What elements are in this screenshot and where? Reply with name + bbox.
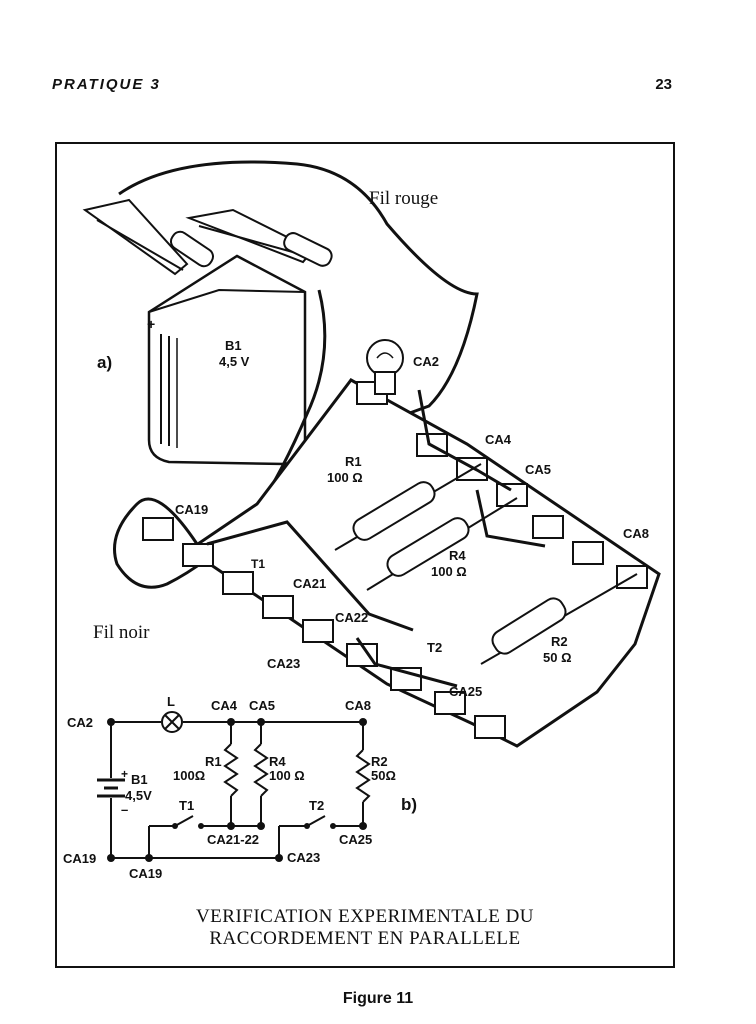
label-ca23-b: CA23: [287, 850, 320, 865]
panel-b: [97, 711, 371, 862]
label-r2-a: R2: [551, 634, 568, 649]
page-number: 23: [655, 76, 672, 93]
label-t1-a: T1: [251, 557, 265, 571]
label-wire-red: Fil rouge: [369, 188, 438, 209]
lamp-symbol: [161, 711, 183, 733]
label-ca8-b: CA8: [345, 698, 371, 713]
label-b1-plus: +: [121, 767, 128, 781]
label-r2-b: R2: [371, 754, 388, 769]
figure-frame: a) + B1 4,5 V: [55, 142, 675, 968]
panel-b-labels: CA2 L CA4 CA5 CA8 + B1 4,5V – R1 100Ω R4…: [63, 694, 417, 881]
label-ca4-a: CA4: [485, 432, 512, 447]
lamp-bulb: [366, 339, 404, 395]
label-r4-b: R4: [269, 754, 286, 769]
panel-b-label: b): [401, 795, 417, 814]
caption-line-2: RACCORDEMENT EN PARALLELE: [209, 928, 521, 949]
label-ca5-a: CA5: [525, 462, 551, 477]
label-ca4-b: CA4: [211, 698, 238, 713]
label-b1-minus: –: [121, 802, 128, 817]
label-ca2-a: CA2: [413, 354, 439, 369]
jumper-wires: [206, 389, 546, 688]
caption-line-1: VERIFICATION EXPERIMENTALE DU: [195, 906, 535, 927]
label-t2-b: T2: [309, 798, 324, 813]
label-ca22-a: CA22: [335, 610, 368, 625]
resistor-r1: [334, 463, 482, 551]
label-t1-b: T1: [179, 798, 194, 813]
label-r4-a: R4: [449, 548, 466, 563]
label-ca25-a: CA25: [449, 684, 482, 699]
label-ca23-a: CA23: [267, 656, 300, 671]
resistor-r4: [366, 497, 518, 591]
wire-black: [113, 289, 327, 589]
label-ca2-b: CA2: [67, 715, 93, 730]
value-r1-b: 100Ω: [173, 768, 205, 783]
figure-caption: VERIFICATION EXPERIMENTALE DU RACCORDEME…: [57, 906, 673, 950]
label-ca19-bottom-b: CA19: [129, 866, 162, 881]
label-ca19-left-b: CA19: [63, 851, 96, 866]
label-ca21-a: CA21: [293, 576, 326, 591]
panel-a: a) + B1 4,5 V: [82, 160, 661, 748]
label-b1-name: B1: [131, 772, 148, 787]
label-r1-a: R1: [345, 454, 362, 469]
clip-red: [82, 198, 214, 276]
value-r4-a: 100 Ω: [431, 564, 467, 579]
label-r1-b: R1: [205, 754, 222, 769]
battery-plus-mark: +: [147, 316, 155, 332]
panel-a-label: a): [97, 353, 112, 372]
value-r2-a: 50 Ω: [543, 650, 572, 665]
battery-voltage: 4,5 V: [219, 354, 250, 369]
figure-label: Figure 11: [342, 990, 414, 1007]
label-lamp-b: L: [167, 694, 175, 709]
label-ca8-a: CA8: [623, 526, 649, 541]
value-r1-a: 100 Ω: [327, 470, 363, 485]
circuit-illustration: a) + B1 4,5 V: [63, 160, 661, 881]
running-head: PRATIQUE 3: [52, 76, 161, 93]
label-ca21-22-b: CA21-22: [207, 832, 259, 847]
label-t2-a: T2: [427, 640, 442, 655]
resistor-r2: [480, 573, 638, 665]
wire-red: [118, 160, 479, 416]
label-wire-black: Fil noir: [93, 622, 150, 643]
label-ca25-b: CA25: [339, 832, 372, 847]
label-ca5-b: CA5: [249, 698, 275, 713]
battery-name: B1: [225, 338, 242, 353]
label-ca19-a: CA19: [175, 502, 208, 517]
value-r4-b: 100 Ω: [269, 768, 305, 783]
battery-b1: + B1 4,5 V: [147, 254, 307, 466]
label-b1-voltage: 4,5V: [125, 788, 152, 803]
value-r2-b: 50Ω: [371, 768, 396, 783]
clip-black: [185, 208, 333, 267]
